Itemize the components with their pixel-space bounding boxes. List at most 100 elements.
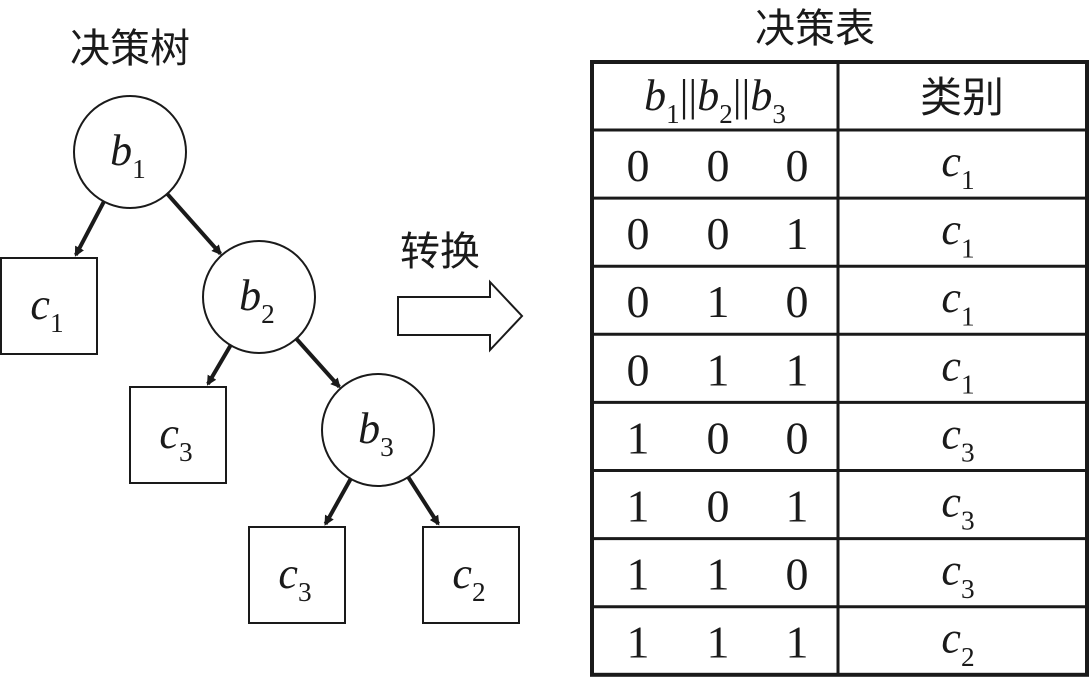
table-cell-class: c1 bbox=[941, 273, 974, 331]
tree-node-label-leaf4-sub: 2 bbox=[472, 577, 486, 607]
table-cell-class-sub: 3 bbox=[961, 574, 975, 604]
table-cell-class-sub: 1 bbox=[961, 233, 975, 263]
table-cell-bit: 0 bbox=[707, 140, 730, 191]
table-row: 1 0 0 c3 bbox=[627, 409, 975, 467]
decision-node-b1: b1 bbox=[73, 95, 187, 209]
table-header-class: 类别 bbox=[920, 73, 1004, 122]
tree-node-label-b2-var: b bbox=[239, 271, 261, 320]
tree-edge-b1-b2 bbox=[165, 192, 222, 256]
tree-node-label-leaf3: c3 bbox=[278, 549, 311, 607]
table-cell-class: c1 bbox=[941, 205, 974, 263]
tree-node-label-b1-sub: 1 bbox=[132, 154, 146, 184]
table-cell-bit: 0 bbox=[627, 208, 650, 259]
tree-node-label-leaf1-var: c bbox=[30, 280, 50, 329]
table-cell-class-var: c bbox=[941, 137, 961, 186]
table-row: 1 1 1 c2 bbox=[627, 614, 975, 672]
table-title: 决策表 bbox=[755, 6, 875, 52]
table-cell-class-var: c bbox=[941, 409, 961, 458]
tree-node-label-b2-sub: 2 bbox=[261, 299, 275, 329]
table-cell-class-var: c bbox=[941, 478, 961, 527]
leaf-node-leaf2: c3 bbox=[129, 386, 227, 484]
table-cell-class-sub: 1 bbox=[961, 370, 975, 400]
table-cell-class: c1 bbox=[941, 137, 974, 195]
header-bit-var: b bbox=[644, 71, 666, 120]
header-bit-var: b bbox=[750, 71, 772, 120]
table-cell-bit: 0 bbox=[627, 344, 650, 395]
table-cell-class-var: c bbox=[941, 614, 961, 663]
table-cell-class-var: c bbox=[941, 205, 961, 254]
table-cell-class-var: c bbox=[941, 546, 961, 595]
header-bit-sub: 3 bbox=[772, 99, 786, 129]
leaf-node-box bbox=[422, 526, 520, 624]
table-cell-bit: 0 bbox=[707, 412, 730, 463]
table-cell-class-sub: 3 bbox=[961, 506, 975, 536]
tree-edge-b2-b3 bbox=[294, 337, 341, 389]
table-cell-bit: 1 bbox=[786, 481, 809, 532]
table-cell-class: c2 bbox=[941, 614, 974, 672]
decision-node-circle bbox=[73, 95, 187, 209]
tree-edge-b1-leaf1 bbox=[74, 200, 106, 257]
table-cell-bit: 0 bbox=[786, 549, 809, 600]
tree-node-label-b2: b2 bbox=[239, 271, 275, 329]
tree-node-label-leaf3-sub: 3 bbox=[298, 577, 312, 607]
decision-node-b2: b2 bbox=[202, 240, 316, 354]
tree-edges bbox=[74, 192, 440, 526]
table-cell-bit: 0 bbox=[786, 276, 809, 327]
tree-node-label-leaf4: c2 bbox=[452, 549, 485, 607]
table-cell-bit: 0 bbox=[786, 412, 809, 463]
tree-node-label-b3-sub: 3 bbox=[380, 432, 394, 462]
tree-edge-b3-leaf3 bbox=[323, 477, 353, 526]
leaf-node-box bbox=[129, 386, 227, 484]
table-cell-bit: 1 bbox=[627, 549, 650, 600]
table-cell-bit: 1 bbox=[707, 549, 730, 600]
tree-node-label-leaf2: c3 bbox=[159, 409, 192, 467]
table-cell-class-sub: 1 bbox=[961, 301, 975, 331]
table-cell-bit: 1 bbox=[707, 617, 730, 668]
tree-node-label-leaf2-sub: 3 bbox=[179, 437, 193, 467]
table-row: 1 0 1 c3 bbox=[627, 478, 975, 536]
header-bit-sub: 1 bbox=[666, 99, 680, 129]
table-cell-class: c1 bbox=[941, 341, 974, 399]
tree-node-label-leaf3-var: c bbox=[278, 549, 298, 598]
tree-node-label-b3-var: b bbox=[358, 404, 380, 453]
table-cell-class-sub: 2 bbox=[961, 642, 975, 672]
table-cell-class-sub: 3 bbox=[961, 438, 975, 468]
table-cell-bit: 1 bbox=[786, 208, 809, 259]
header-bit-sub: 2 bbox=[719, 99, 733, 129]
table-cell-bit: 0 bbox=[627, 276, 650, 327]
table-cell-bit: 1 bbox=[707, 344, 730, 395]
decision-node-circle bbox=[321, 373, 435, 487]
table-cell-bit: 1 bbox=[627, 481, 650, 532]
table-cell-bit: 1 bbox=[627, 412, 650, 463]
table-row: 1 1 0 c3 bbox=[627, 546, 975, 604]
tree-node-label-b3: b3 bbox=[358, 404, 394, 462]
leaf-node-leaf3: c3 bbox=[248, 526, 346, 624]
header-separator: || bbox=[680, 71, 698, 120]
table-cell-class-sub: 1 bbox=[961, 165, 975, 195]
leaf-node-leaf4: c2 bbox=[422, 526, 520, 624]
header-separator: || bbox=[733, 71, 751, 120]
table-cell-bit: 1 bbox=[627, 617, 650, 668]
table-cell-bit: 1 bbox=[707, 276, 730, 327]
decision-node-b3: b3 bbox=[321, 373, 435, 487]
table-cell-class-var: c bbox=[941, 273, 961, 322]
tree-node-label-leaf2-var: c bbox=[159, 409, 179, 458]
table-cell-bit: 0 bbox=[707, 208, 730, 259]
table-cell-class: c3 bbox=[941, 546, 974, 604]
transform-arrow-icon bbox=[397, 279, 524, 353]
table-cell-bit: 0 bbox=[707, 481, 730, 532]
table-cell-class-var: c bbox=[941, 341, 961, 390]
decision-node-circle bbox=[202, 240, 316, 354]
table-cell-class: c3 bbox=[941, 409, 974, 467]
table-cell-bit: 0 bbox=[786, 140, 809, 191]
leaf-node-box bbox=[248, 526, 346, 624]
table-cell-bit: 1 bbox=[786, 617, 809, 668]
tree-node-label-b1-var: b bbox=[110, 126, 132, 175]
header-bit-var: b bbox=[697, 71, 719, 120]
transform-label: 转换 bbox=[400, 229, 480, 275]
